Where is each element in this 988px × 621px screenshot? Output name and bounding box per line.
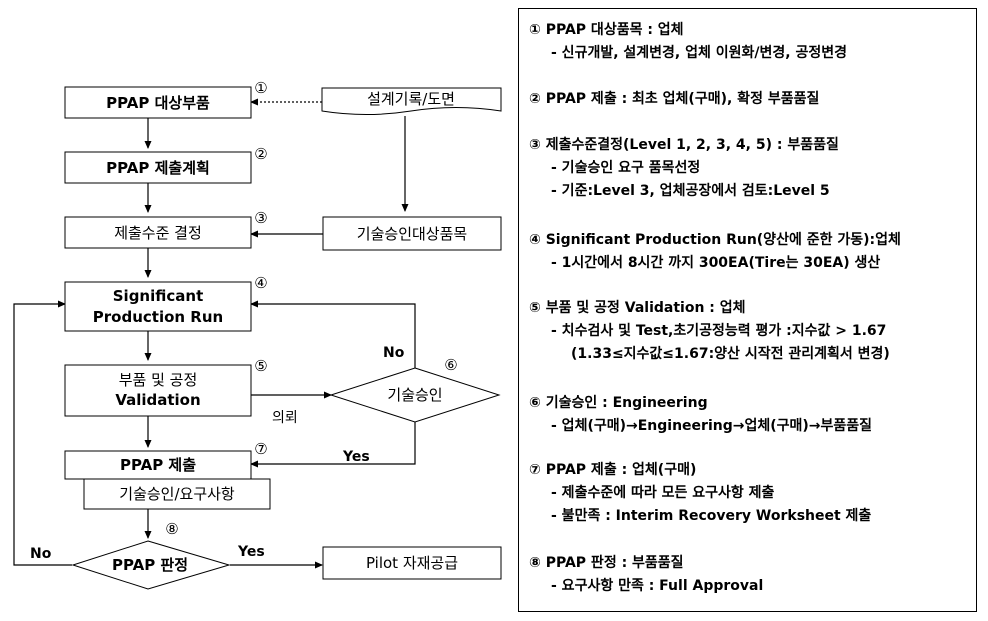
node-tech-requirements [83,478,271,510]
label-ppap-target-part: PPAP 대상부품 [106,94,210,112]
label-validation-1: 부품 및 공정 [119,371,198,389]
node-level-decision [64,216,252,249]
node-ppap-submit [64,450,252,480]
label-significant-run-2: Production Run [93,308,223,326]
edge-label-yes-bottom: Yes [237,544,265,560]
label-ppap-judge: PPAP 판정 [112,556,188,574]
note-6-line-1: - 업체(구매)→Engineering→업체(구매)→부품품질 [551,418,873,434]
label-significant-run-1: Significant [113,287,203,305]
node-ppap-judge [71,540,231,590]
label-design-record: 설계기록/도면 [367,90,455,108]
node-ppap-plan [64,151,252,184]
note-1-head: ① PPAP 대상품목 : 업체 [529,22,684,38]
note-3-line-2: - 기준:Level 3, 업체공장에서 검토:Level 5 [551,183,830,199]
note-5: ⑤ 부품 및 공정 Validation : 업체 - 치수검사 및 Test,… [529,297,972,366]
note-6: ⑥ 기술승인 : Engineering - 업체(구매)→Engineerin… [529,392,972,438]
note-2: ② PPAP 제출 : 최초 업체(구매), 확정 부품품질 [529,88,972,111]
edges [13,98,416,569]
note-3-line-1: - 기술승인 요구 품목선정 [551,160,701,176]
edge-judge-no [13,300,72,566]
marker-8: ⑧ [165,520,178,538]
marker-4: ④ [254,274,267,292]
label-level-decision: 제출수준 결정 [114,224,202,242]
edge-label-request: 의뢰 [272,410,298,426]
marker-1: ① [254,79,267,97]
label-tech-requirements: 기술승인/요구사항 [119,485,235,503]
node-validation [64,364,252,417]
note-5-head: ⑤ 부품 및 공정 Validation : 업체 [529,300,746,316]
label-validation-2: Validation [115,391,200,409]
note-8-line-1: - 요구사항 만족 : Full Approval [551,578,764,594]
edge-label-no-bottom: No [30,546,52,562]
edge-label-yes-mid: Yes [342,449,370,465]
label-ppap-plan: PPAP 제출계획 [106,159,210,177]
note-7-line-1: - 제출수준에 따라 모든 요구사항 제출 [551,485,775,501]
note-8: ⑧ PPAP 판정 : 부품품질 - 요구사항 만족 : Full Approv… [529,552,972,598]
node-tech-approval-items [322,216,502,251]
label-tech-approval-items: 기술승인대상품목 [357,225,467,243]
note-7-line-2: - 불만족 : Interim Recovery Worksheet 제출 [551,508,872,524]
node-significant-run [64,281,252,332]
note-5-line-1: - 치수검사 및 Test,초기공정능력 평가 :지수값 > 1.67 [551,323,887,339]
notes-panel: ① PPAP 대상품목 : 업체 - 신규개발, 설계변경, 업체 이원화/변경… [518,8,977,612]
note-3-head: ③ 제출수준결정(Level 1, 2, 3, 4, 5) : 부품품질 [529,137,839,153]
label-ppap-submit: PPAP 제출 [120,456,196,474]
note-7: ⑦ PPAP 제출 : 업체(구매) - 제출수준에 따라 모든 요구사항 제출… [529,459,972,528]
note-4: ④ Significant Production Run(양산에 준한 가동):… [529,229,972,275]
note-5-line-2: (1.33≤지수값≤1.67:양산 시작전 관리계획서 변경) [571,346,890,362]
note-4-head: ④ Significant Production Run(양산에 준한 가동):… [529,232,901,248]
marker-3: ③ [254,209,267,227]
label-tech-approval: 기술승인 [387,386,442,404]
node-pilot-supply [322,546,502,580]
note-1: ① PPAP 대상품목 : 업체 - 신규개발, 설계변경, 업체 이원화/변경… [529,19,972,65]
label-pilot-supply: Pilot 자재공급 [366,554,458,572]
note-4-line-1: - 1시간에서 8시간 까지 300EA(Tire는 30EA) 생산 [551,255,881,271]
note-3: ③ 제출수준결정(Level 1, 2, 3, 4, 5) : 부품품질 - 기… [529,134,972,203]
note-1-line-1: - 신규개발, 설계변경, 업체 이원화/변경, 공정변경 [551,45,847,61]
marker-2: ② [254,145,267,163]
marker-6: ⑥ [444,356,457,374]
edge-approval-yes [250,422,416,468]
marker-5: ⑤ [254,357,267,375]
node-design-record [321,87,502,115]
note-6-head: ⑥ 기술승인 : Engineering [529,395,708,411]
note-7-head: ⑦ PPAP 제출 : 업체(구매) [529,462,697,478]
node-tech-approval [329,367,501,423]
marker-7: ⑦ [254,440,267,458]
note-8-head: ⑧ PPAP 판정 : 부품품질 [529,555,684,571]
note-2-head: ② PPAP 제출 : 최초 업체(구매), 확정 부품품질 [529,91,820,107]
edge-approval-no [250,300,416,372]
node-ppap-target-part [64,86,252,119]
edge-label-no-top: No [383,345,405,361]
